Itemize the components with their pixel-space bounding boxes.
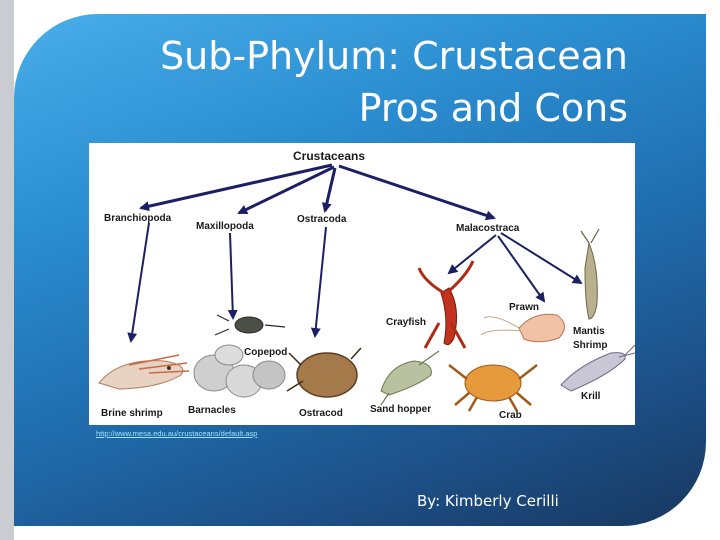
arrows-to-animals (127, 222, 583, 343)
arrow-malacostraca-crayfish (447, 234, 497, 275)
title-line-1: Sub-Phylum: Crustacean (160, 34, 628, 78)
arrow-maxillopoda-copepod (227, 232, 238, 320)
arrow-malacostraca-mantis-shrimp (500, 232, 583, 285)
arrow-ostracoda-ostracod (310, 226, 327, 338)
krill-illustration (560, 344, 635, 392)
label-crustaceans: Crustaceans (293, 149, 365, 163)
author-byline: By: Kimberly Cerilli (417, 492, 559, 510)
crab-illustration (448, 364, 538, 412)
label-ostracod: Ostracod (299, 408, 343, 419)
arrow-root-malacostraca (338, 164, 496, 221)
source-link[interactable]: http://www.mesa.edu.au/crustaceans/defau… (96, 429, 258, 438)
label-mantis-shrimp-line-2: Shrimp (573, 340, 607, 351)
crustacean-classification-diagram: Crustaceans Branchiopoda Maxillopoda Ost… (89, 143, 635, 425)
slide-title: Sub-Phylum: Crustacean Pros and Cons (108, 30, 628, 134)
left-edge-bar (0, 0, 14, 540)
label-mantis-shrimp-line-1: Mantis (573, 326, 605, 337)
brine-shrimp-illustration (98, 354, 190, 390)
label-copepod: Copepod (244, 347, 287, 358)
label-sand-hopper: Sand hopper (370, 404, 431, 415)
label-crab: Crab (499, 410, 522, 421)
label-brine-shrimp: Brine shrimp (101, 408, 163, 419)
label-ostracoda: Ostracoda (297, 214, 347, 225)
arrow-branchiopoda-brine-shrimp (127, 222, 150, 343)
copepod-illustration (214, 314, 286, 336)
crayfish-illustration (417, 260, 475, 349)
title-line-2: Pros and Cons (358, 86, 628, 130)
arrows-from-root (139, 163, 496, 221)
label-maxillopoda: Maxillopoda (196, 221, 254, 232)
arrow-malacostraca-prawn (497, 235, 546, 303)
ostracod-illustration (286, 347, 362, 398)
diagram-canvas: Crustaceans Branchiopoda Maxillopoda Ost… (98, 149, 635, 421)
label-krill: Krill (581, 391, 601, 402)
label-branchiopoda: Branchiopoda (104, 213, 172, 224)
arrow-root-ostracoda (321, 167, 337, 213)
label-crayfish: Crayfish (386, 317, 426, 328)
mantis-shrimp-illustration (580, 228, 600, 320)
label-prawn: Prawn (509, 302, 539, 313)
prawn-illustration (480, 313, 565, 343)
barnacles-illustration (193, 344, 286, 398)
label-malacostraca: Malacostraca (456, 223, 520, 234)
sand-hopper-illustration (380, 350, 440, 406)
arrow-root-branchiopoda (139, 163, 333, 212)
label-barnacles: Barnacles (188, 405, 236, 416)
arrow-root-maxillopoda (237, 165, 335, 215)
